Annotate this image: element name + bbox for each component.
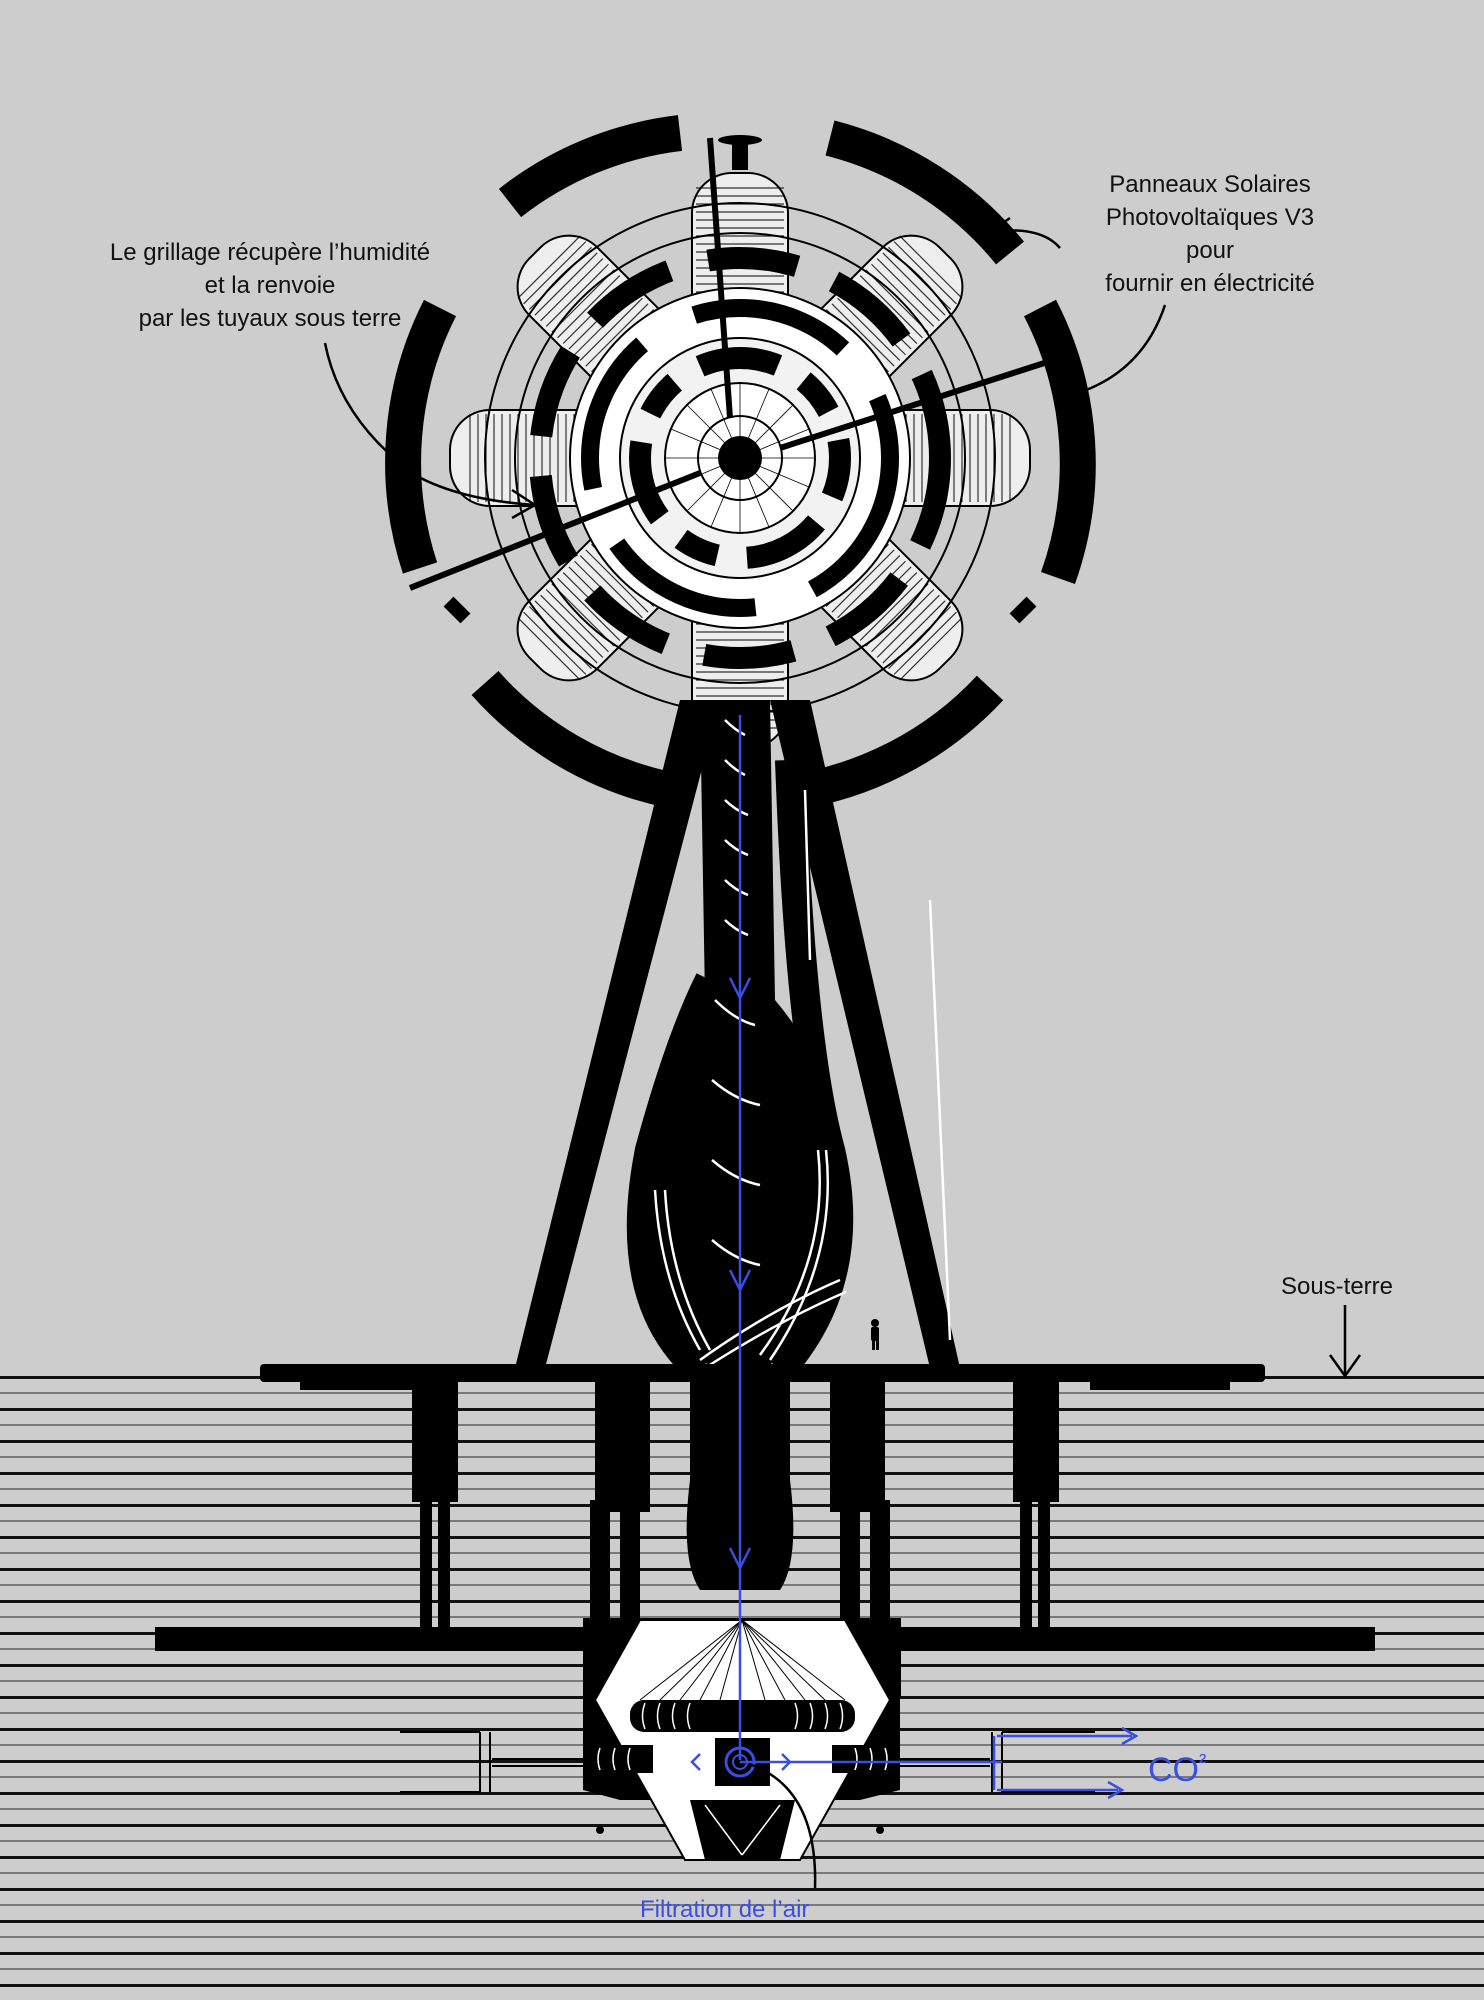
annotation-line: Filtration de l’air	[640, 1896, 810, 1923]
annotation-line: pour	[1185, 237, 1235, 264]
annotation-underground: Sous-terre	[1262, 1270, 1412, 1303]
annotation-line: fournir en électricité	[1105, 270, 1315, 297]
air-flow-arrows	[690, 715, 1139, 1800]
person-silhouette-icon	[871, 1319, 879, 1350]
turbine-icon	[443, 135, 1037, 624]
annotation-line: Le grillage récupère l’humidité	[109, 239, 431, 266]
annotation-line: et la renvoie	[204, 272, 336, 299]
annotation-arrows	[323, 216, 1362, 1889]
annotation-line: Photovoltaïques V3	[1105, 204, 1315, 231]
annotation-solar-panels: Panneaux Solaires Photovoltaïques V3 pou…	[1075, 168, 1345, 300]
annotation-line: par les tuyaux sous terre	[138, 305, 402, 332]
curved-arrow-icon	[1059, 304, 1167, 400]
ground-platform	[260, 1364, 1265, 1390]
filtration-chamber	[583, 1619, 900, 1861]
annotation-filtration: Filtration de l’air	[640, 1893, 809, 1926]
tower-trunk	[626, 700, 952, 1382]
annotation-line: Sous-terre	[1280, 1273, 1394, 1300]
annotation-co2: CO²	[1148, 1742, 1206, 1790]
curved-arrow-icon	[989, 229, 1061, 249]
curved-arrow-icon	[323, 342, 536, 507]
annotation-line: Panneaux Solaires	[1109, 171, 1311, 198]
solar-rotor	[385, 115, 1096, 812]
annotation-grille: Le grillage récupère l’humidité et la re…	[50, 236, 490, 335]
co2-superscript: ²	[1199, 1749, 1207, 1774]
tower-legs	[515, 700, 960, 1368]
co2-label: CO	[1148, 1751, 1199, 1789]
